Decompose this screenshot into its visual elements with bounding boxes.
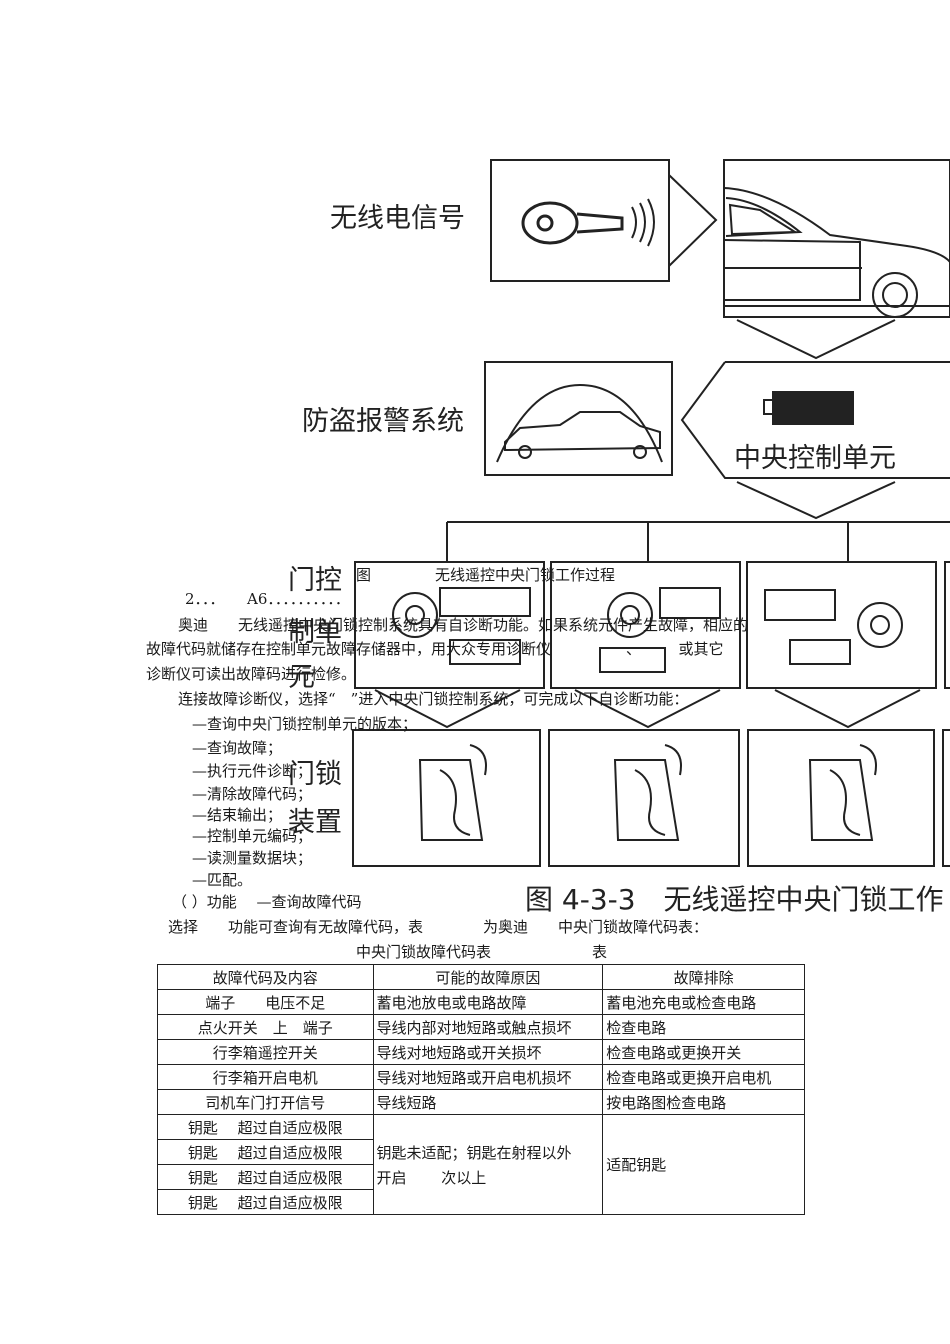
lock-box-3 xyxy=(747,729,935,867)
para3: 选择 功能可查询有无故障代码，表 为奥迪 中央门锁故障代码表： xyxy=(168,918,709,936)
table-cell: 钥匙 超过自适应极限 xyxy=(157,1189,374,1215)
table-row: 点火开关 上 端子 导线内部对地短路或触点损坏 检查电路 xyxy=(157,1014,805,1040)
big-figure-caption: 图 4-3-3 无线遥控中央门锁工作 xyxy=(525,883,944,916)
door-control-box-1 xyxy=(354,561,545,689)
para1-line3: 诊断仪可读出故障码进行检修。 xyxy=(146,665,357,683)
key-fix-cell: 适配钥匙 xyxy=(602,1114,805,1215)
table-row: 钥匙 超过自适应极限 钥匙未适配；钥匙在射程以外 开启 次以上 适配钥匙 xyxy=(157,1114,805,1215)
key-cause-cell: 钥匙未适配；钥匙在射程以外 开启 次以上 xyxy=(372,1114,604,1215)
table-row: 行李箱开启电机 导线对地短路或开启电机损坏 检查电路或更换开启电机 xyxy=(157,1064,805,1090)
door-control-box-3 xyxy=(746,561,937,689)
table-row: 端子 电压不足 蓄电池放电或电路故障 蓄电池充电或检查电路 xyxy=(157,989,805,1015)
door-control-box-2 xyxy=(550,561,741,689)
function-item: —查询故障； xyxy=(192,739,283,757)
table-cell: 导线对地短路或开启电机损坏 xyxy=(372,1064,604,1090)
motor-icon-3 xyxy=(764,589,903,665)
label-door-control-1: 门控 xyxy=(288,565,342,596)
function-item: —查询中央门锁控制单元的版本； xyxy=(192,715,418,733)
function-item: —结束输出； xyxy=(192,806,283,824)
table-row: 钥匙 超过自适应极限 xyxy=(157,1139,805,1165)
key-fob-icon xyxy=(521,198,655,247)
fault-code-table: 故障代码及内容 可能的故障原因 故障排除 端子 电压不足 蓄电池放电或电路故障 … xyxy=(157,964,805,1215)
table-cell: 司机车门打开信号 xyxy=(157,1089,374,1115)
motor-icon-1 xyxy=(392,587,531,665)
para2: 连接故障诊断仪，选择“ ”进入中央门锁控制系统，可完成以下自诊断功能： xyxy=(178,690,689,708)
table-cell: 钥匙 超过自适应极限 xyxy=(157,1114,374,1140)
label-door-control-2: 制单 xyxy=(288,617,342,648)
table-cell: 点火开关 上 端子 xyxy=(157,1014,374,1040)
radio-signal-box xyxy=(490,159,670,282)
table-cell: 检查电路或更换开关 xyxy=(602,1039,805,1065)
door-lock-diagram xyxy=(352,159,950,867)
central-unit-box xyxy=(680,361,950,479)
subheading: （ ）功能 —查询故障代码 xyxy=(172,893,362,911)
key-cause-line1: 钥匙未适配；钥匙在射程以外 xyxy=(376,1143,572,1162)
alarm-box xyxy=(484,361,673,476)
table-header: 故障排除 xyxy=(602,964,805,990)
para1-line2: 故障代码就储存在控制单元故障存储器中，用大众专用诊断仪 、 或其它 xyxy=(146,640,724,658)
table-cell: 蓄电池充电或检查电路 xyxy=(602,989,805,1015)
figure-caption-left: 图 xyxy=(356,566,372,584)
arrow-down-1 xyxy=(736,319,896,360)
table-row: 司机车门打开信号 导线短路 按电路图检查电路 xyxy=(157,1089,805,1115)
function-item: —匹配。 xyxy=(192,871,253,889)
arrow-right-1 xyxy=(668,174,718,267)
table-label: 表 xyxy=(592,943,608,961)
table-cell: 检查电路 xyxy=(602,1014,805,1040)
table-cell: 钥匙 超过自适应极限 xyxy=(157,1139,374,1165)
table-cell: 端子 电压不足 xyxy=(157,989,374,1015)
table-title: 中央门锁故障代码表 xyxy=(356,943,492,961)
table-cell: 蓄电池放电或电路故障 xyxy=(372,989,604,1015)
function-item: —执行元件诊断； xyxy=(192,762,313,780)
table-cell: 导线短路 xyxy=(372,1089,604,1115)
table-cell: 导线内部对地短路或触点损坏 xyxy=(372,1014,604,1040)
table-row: 钥匙 超过自适应极限 xyxy=(157,1189,805,1215)
function-item: —读测量数据块； xyxy=(192,849,313,867)
lock-icon-2 xyxy=(613,744,682,841)
table-header: 可能的故障原因 xyxy=(372,964,604,990)
table-cell: 按电路图检查电路 xyxy=(602,1089,805,1115)
label-door-control-3: 元 xyxy=(288,662,315,693)
label-central-unit: 中央控制单元 xyxy=(734,443,896,474)
lock-icon-3 xyxy=(808,744,877,841)
table-cell: 导线对地短路或开关损坏 xyxy=(372,1039,604,1065)
para1-line1: 奥迪 无线遥控中央门锁控制系统具有自诊断功能。如果系统元件产生故障，相应的 xyxy=(178,616,749,634)
lock-box-1 xyxy=(352,729,541,867)
label-lock-2: 装置 xyxy=(288,807,342,838)
key-cause-line2: 开启 次以上 xyxy=(376,1168,487,1187)
car-box xyxy=(723,159,950,318)
label-alarm-system: 防盗报警系统 xyxy=(302,406,464,437)
table-row: 行李箱遥控开关 导线对地短路或开关损坏 检查电路或更换开关 xyxy=(157,1039,805,1065)
figure-caption-right: 无线遥控中央门锁工作过程 xyxy=(435,566,616,584)
function-item: —清除故障代码； xyxy=(192,785,313,803)
arrow-down-2 xyxy=(736,481,896,520)
table-cell: 行李箱开启电机 xyxy=(157,1064,374,1090)
lock-icon-1 xyxy=(418,744,487,841)
lock-box-2 xyxy=(548,729,740,867)
section-heading: 2．．． A6．．．．．．．．．． xyxy=(185,590,350,608)
function-item: —控制单元编码； xyxy=(192,827,313,845)
table-cell: 行李箱遥控开关 xyxy=(157,1039,374,1065)
table-cell: 钥匙 超过自适应极限 xyxy=(157,1164,374,1190)
table-header-row: 故障代码及内容 可能的故障原因 故障排除 xyxy=(157,964,805,990)
table-cell: 检查电路或更换开启电机 xyxy=(602,1064,805,1090)
table-header: 故障代码及内容 xyxy=(157,964,374,990)
label-radio-signal: 无线电信号 xyxy=(330,203,465,234)
motor-icon-2 xyxy=(599,587,721,673)
label-lock-1: 门锁 xyxy=(288,759,342,790)
